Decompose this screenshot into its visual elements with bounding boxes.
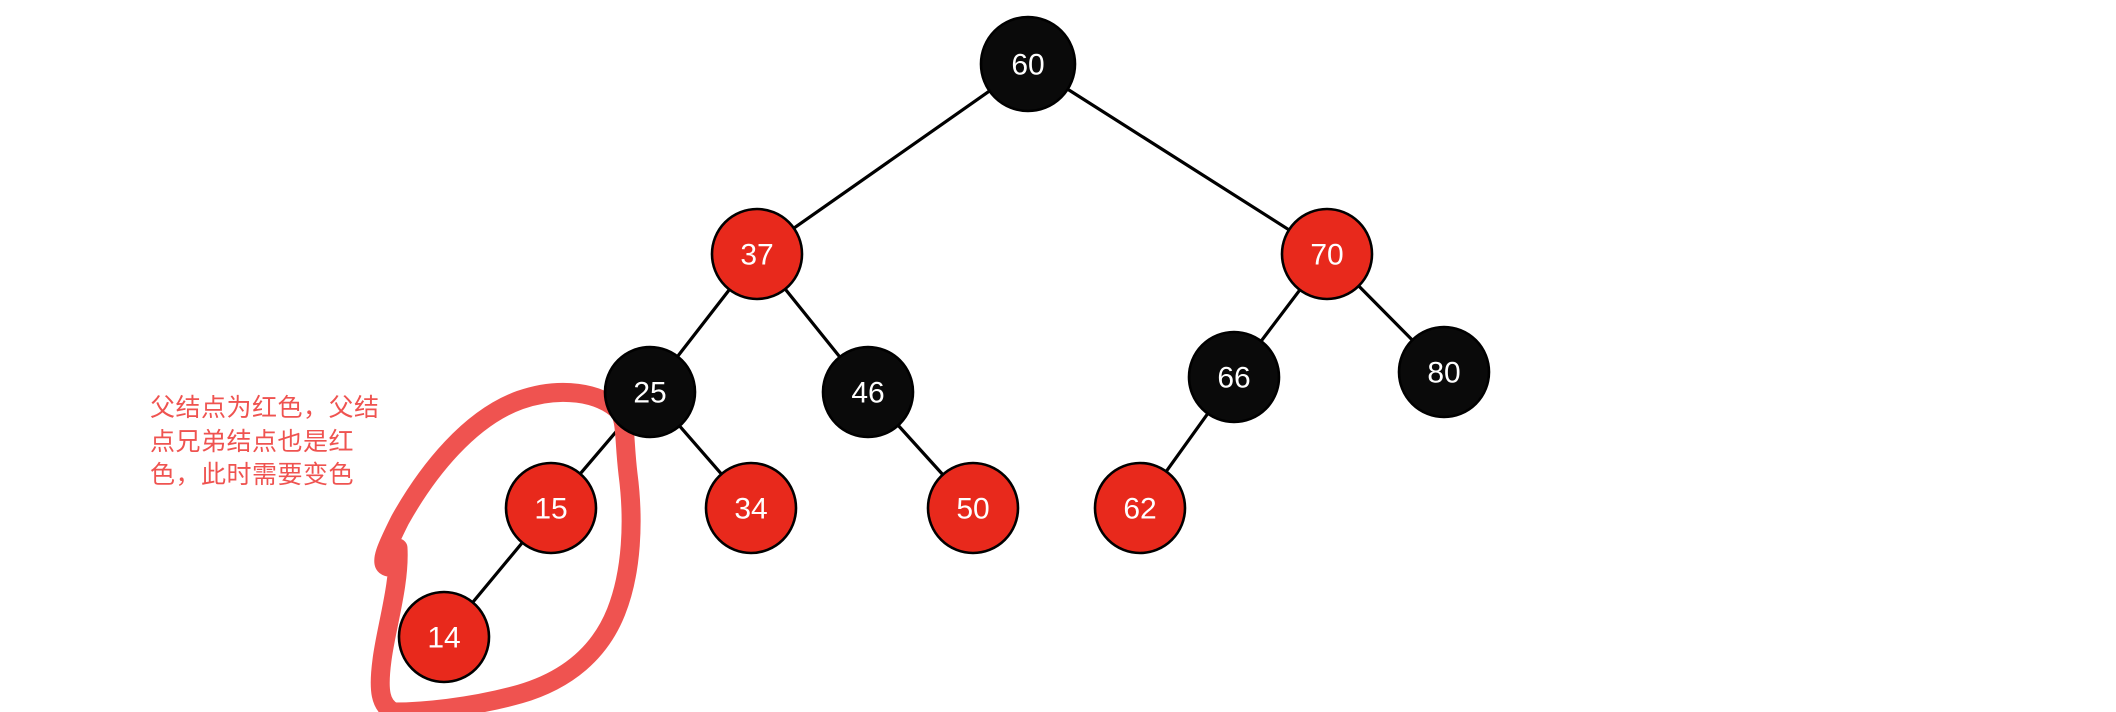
node-circle-46 [821, 345, 915, 439]
node-label-15: 15 [534, 493, 567, 526]
node-label-80: 80 [1427, 357, 1460, 390]
node-circle-15 [504, 461, 598, 555]
tree-node-14[interactable]: 14 [397, 590, 491, 684]
tree-edge-60-37 [790, 88, 993, 231]
hand-drawn-circle-icon [370, 382, 641, 712]
node-circle-70 [1280, 207, 1374, 301]
tree-node-25[interactable]: 25 [603, 345, 697, 439]
tree-edges-group [469, 86, 1416, 606]
tree-edge-15-14 [469, 539, 526, 606]
node-circle-34 [704, 461, 798, 555]
tree-edge-46-50 [895, 422, 946, 478]
node-label-46: 46 [851, 377, 884, 410]
tree-edge-66-62 [1163, 410, 1211, 475]
tree-node-80[interactable]: 80 [1397, 325, 1491, 419]
node-circle-66 [1187, 330, 1281, 424]
node-label-70: 70 [1310, 239, 1343, 272]
node-label-14: 14 [427, 622, 460, 655]
tree-edge-70-80 [1355, 282, 1416, 344]
node-label-25: 25 [633, 377, 666, 410]
tree-node-37[interactable]: 37 [710, 207, 804, 301]
tree-node-62[interactable]: 62 [1093, 461, 1187, 555]
tree-edge-37-25 [674, 286, 733, 360]
tree-edge-37-46 [782, 285, 843, 361]
node-circle-60 [979, 15, 1077, 113]
tree-node-70[interactable]: 70 [1280, 207, 1374, 301]
node-label-37: 37 [740, 239, 773, 272]
node-circle-37 [710, 207, 804, 301]
tree-node-50[interactable]: 50 [926, 461, 1020, 555]
node-circle-14 [397, 590, 491, 684]
tree-edge-25-34 [676, 422, 725, 478]
tree-node-34[interactable]: 34 [704, 461, 798, 555]
node-label-62: 62 [1123, 493, 1156, 526]
tree-edge-70-66 [1258, 286, 1303, 345]
node-label-60: 60 [1011, 49, 1044, 82]
tree-edge-60-70 [1064, 86, 1293, 233]
node-label-34: 34 [734, 493, 767, 526]
node-label-66: 66 [1217, 362, 1250, 395]
tree-node-15[interactable]: 15 [504, 461, 598, 555]
tree-node-46[interactable]: 46 [821, 345, 915, 439]
tree-nodes-group: 60 37 70 25 46 66 80 15 34 50 62 14 [397, 15, 1491, 684]
tree-edge-25-15 [577, 423, 624, 477]
annotation-text: 父结点为红色，父结点兄弟结点也是红色，此时需要变色 [150, 394, 380, 489]
node-circle-62 [1093, 461, 1187, 555]
tree-node-66[interactable]: 66 [1187, 330, 1281, 424]
node-circle-25 [603, 345, 697, 439]
highlight-annotation-group [370, 382, 641, 712]
tree-node-60[interactable]: 60 [979, 15, 1077, 113]
node-circle-50 [926, 461, 1020, 555]
node-label-50: 50 [956, 493, 989, 526]
node-circle-80 [1397, 325, 1491, 419]
